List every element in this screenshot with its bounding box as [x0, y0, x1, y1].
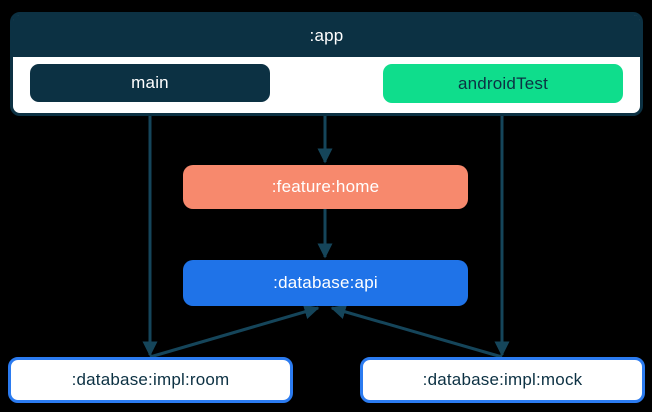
node-database-impl-mock-label: :database:impl:mock	[422, 370, 583, 389]
node-feature-home: :feature:home	[183, 165, 468, 209]
node-database-impl-room-label: :database:impl:room	[71, 370, 230, 389]
node-database-impl-room: :database:impl:room	[8, 357, 293, 403]
node-database-impl-mock: :database:impl:mock	[360, 357, 645, 403]
edge-impl-room-to-database-api	[149, 304, 320, 359]
node-feature-home-label: :feature:home	[271, 177, 380, 196]
node-main-label: main	[131, 73, 169, 92]
node-androidtest-label: androidTest	[457, 73, 549, 93]
edge-impl-mock-to-database-api	[330, 304, 503, 359]
node-database-api: :database:api	[183, 260, 468, 306]
node-database-api-label: :database:api	[273, 273, 378, 292]
node-androidtest: androidTest	[383, 64, 623, 103]
node-app-label: :app	[309, 26, 344, 45]
node-main: main	[30, 64, 270, 102]
node-app-header: :app	[13, 15, 640, 57]
